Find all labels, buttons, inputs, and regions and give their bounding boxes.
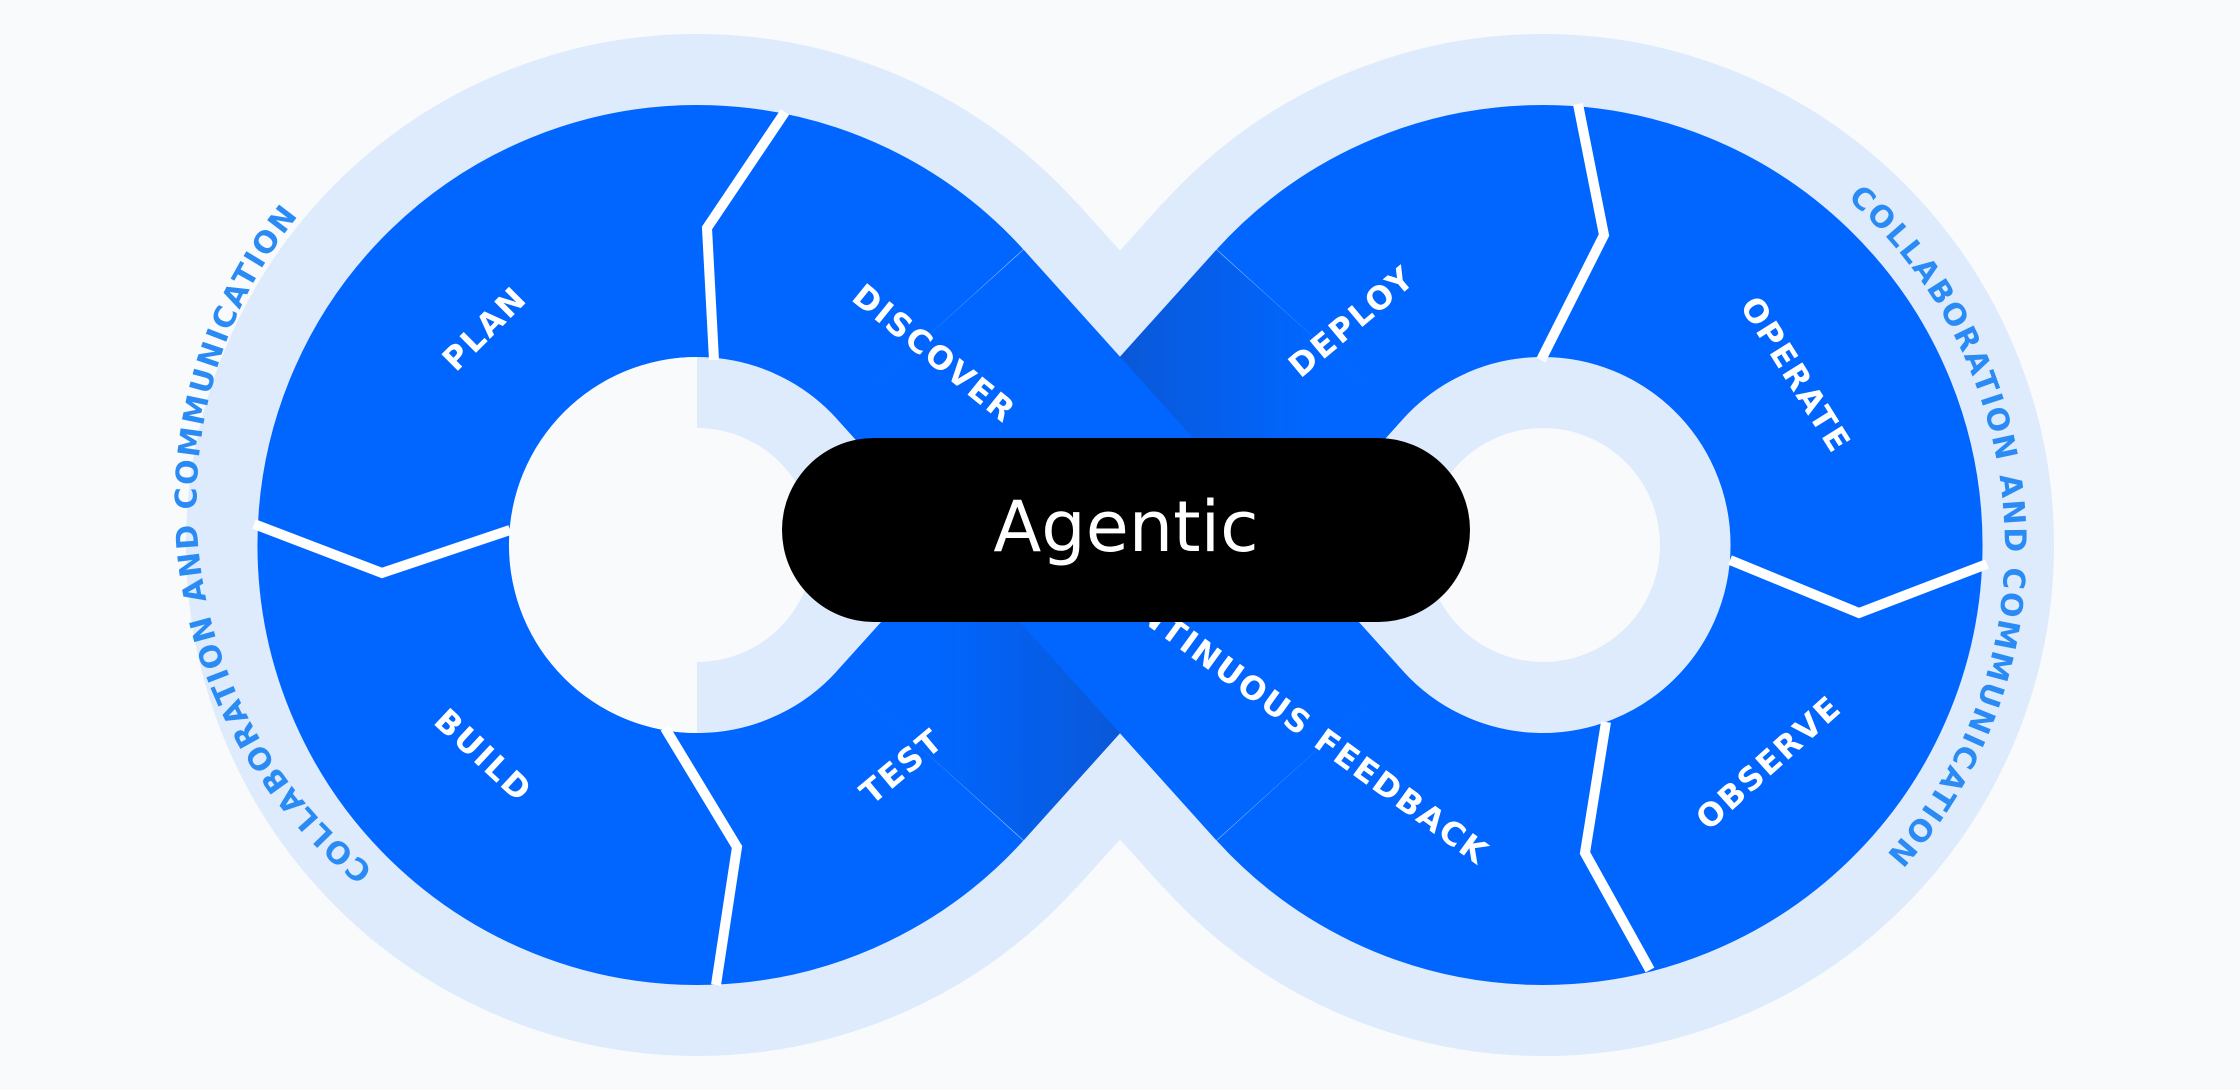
left-loop-band <box>257 105 1024 985</box>
center-title: Agentic <box>993 486 1258 568</box>
divider-plan-build <box>252 519 512 579</box>
divider-deploy-operate <box>1536 103 1610 363</box>
inner-holes <box>508 357 697 733</box>
divider-build-test <box>660 725 743 986</box>
segment-dividers <box>252 103 1989 986</box>
right-loop-band <box>1216 105 1983 985</box>
divider-operate-observe <box>1728 555 1989 619</box>
divider-plan-discover <box>701 109 790 361</box>
center-pill: Agentic <box>782 438 1470 622</box>
blue-band <box>257 105 1983 985</box>
divider-feedback-observe <box>1579 721 1655 973</box>
